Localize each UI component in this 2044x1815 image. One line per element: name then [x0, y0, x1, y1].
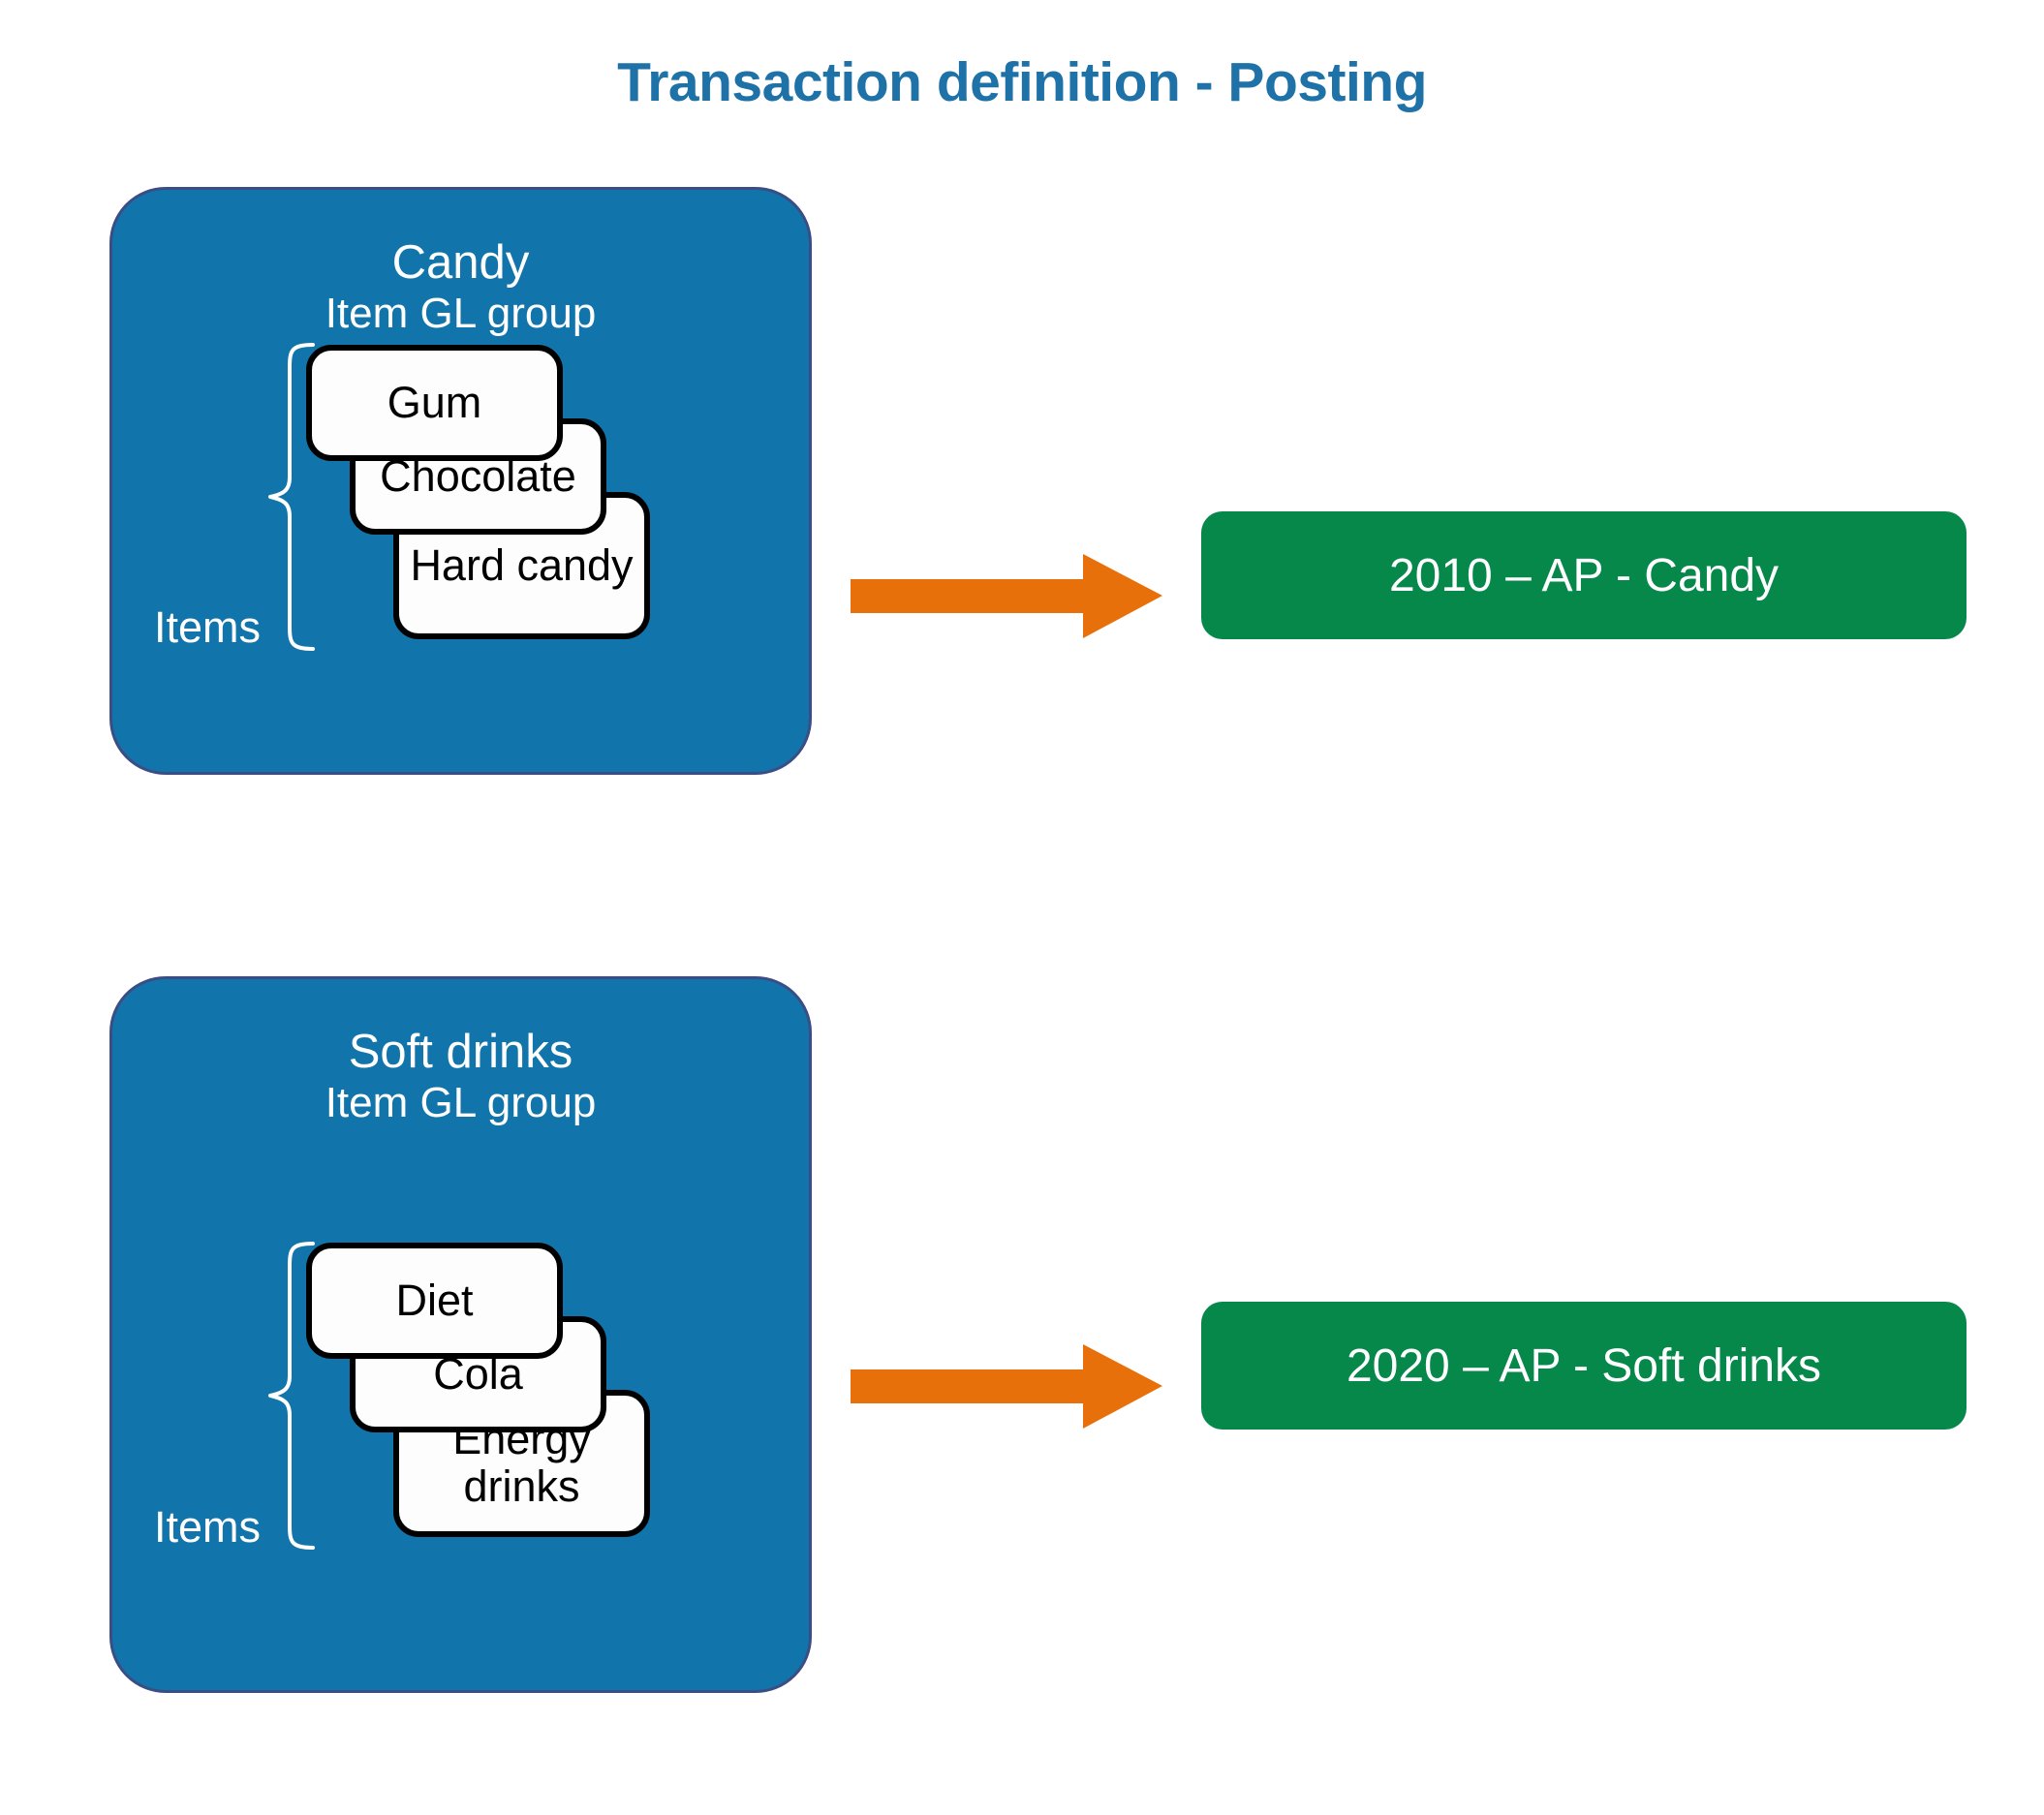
page-title: Transaction definition - Posting [617, 51, 1427, 113]
group-title-line2: Item GL group [325, 1078, 597, 1126]
group-title-line1: Soft drinks [348, 1026, 573, 1078]
group-title-line1: Candy [391, 236, 530, 289]
group-title-candy: Candy Item GL group [112, 236, 809, 337]
item-card[interactable]: Diet [306, 1243, 563, 1359]
item-card[interactable]: Gum [306, 345, 563, 461]
items-label-soft-drinks: Items [154, 1502, 262, 1552]
item-gl-group-panel-soft-drinks[interactable]: Soft drinks Item GL group Items Diet Col… [109, 976, 812, 1693]
ledger-account-box[interactable]: 2010 – AP - Candy [1201, 511, 1967, 639]
curly-brace-icon [263, 1241, 321, 1555]
group-title-soft-drinks: Soft drinks Item GL group [112, 1026, 809, 1126]
ledger-account-box[interactable]: 2020 – AP - Soft drinks [1201, 1302, 1967, 1430]
flow-arrow-icon [851, 1340, 1165, 1437]
items-label-candy: Items [154, 602, 262, 652]
curly-brace-icon [263, 342, 321, 657]
flow-arrow-icon [851, 550, 1165, 647]
group-title-line2: Item GL group [325, 289, 597, 337]
item-gl-group-panel-candy[interactable]: Candy Item GL group Items Gum Chocolate … [109, 187, 812, 775]
